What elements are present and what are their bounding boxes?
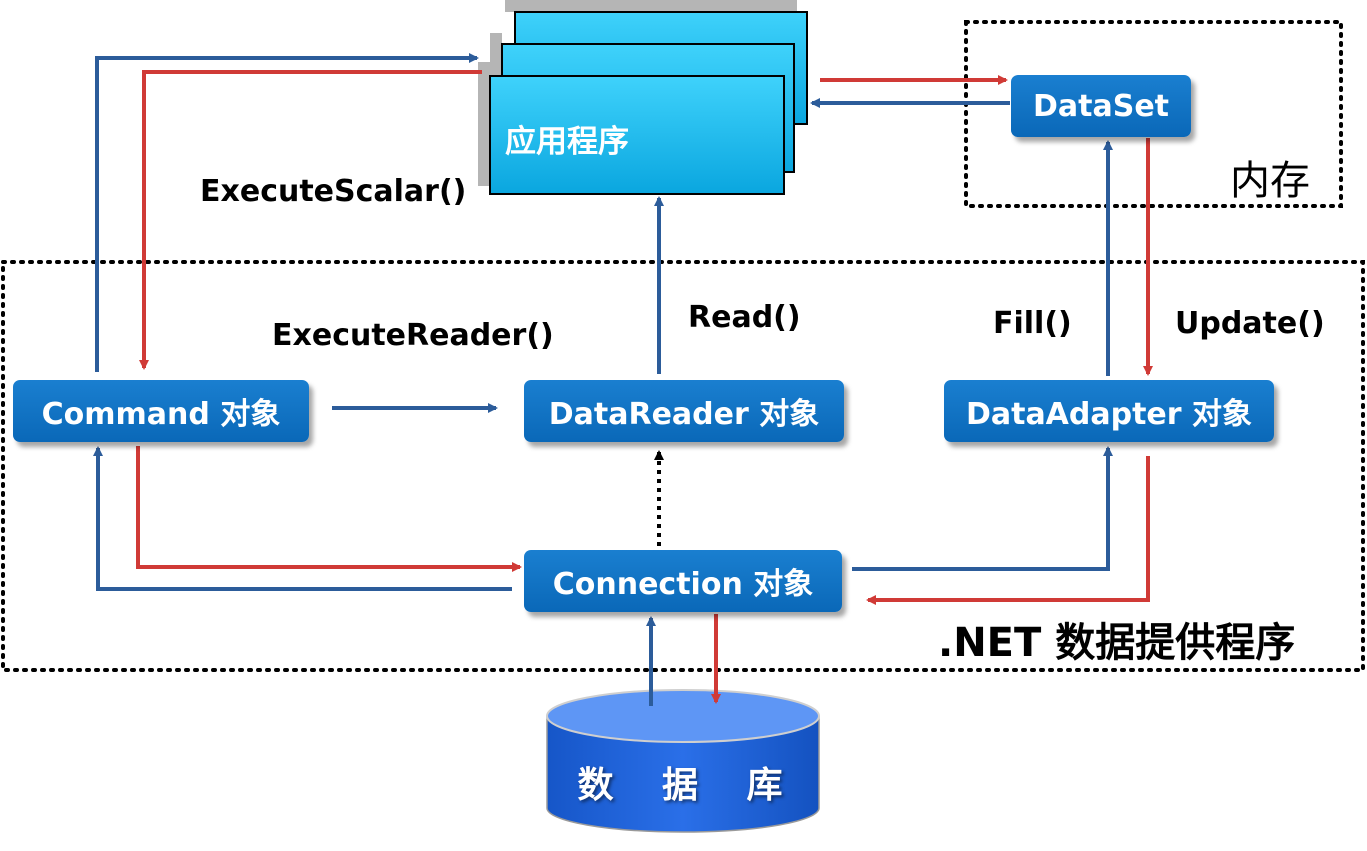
arrow-app-to-command [139, 70, 482, 370]
application-stack [478, 0, 808, 195]
method-execute-reader: ExecuteReader() [272, 318, 554, 353]
arrow-connection-to-command-base [96, 578, 512, 591]
database-cylinder [546, 689, 820, 833]
arrow-dataadapter-to-connection [866, 456, 1150, 605]
arrow-command-to-connection [136, 446, 522, 572]
method-fill: Fill() [993, 306, 1072, 341]
provider-region-label: .NET 数据提供程序 [938, 620, 1296, 666]
arrow-connection-to-dataadapter [852, 446, 1113, 571]
method-update: Update() [1175, 306, 1325, 341]
dataadapter-object-box: DataAdapter 对象 [944, 380, 1274, 442]
method-execute-scalar: ExecuteScalar() [200, 174, 467, 209]
method-read: Read() [688, 300, 801, 335]
command-object-box: Command 对象 [13, 380, 309, 442]
memory-region-label: 内存 [1230, 158, 1310, 204]
database-label: 数 据 库 [577, 765, 801, 806]
arrow-command-to-app [95, 53, 479, 372]
datareader-object-box: DataReader 对象 [524, 380, 844, 442]
memory-region-border [964, 20, 1343, 208]
application-label: 应用程序 [505, 124, 629, 160]
dataset-box: DataSet [1011, 75, 1191, 137]
connection-object-box: Connection 对象 [524, 550, 842, 612]
provider-region-border [1, 260, 1365, 672]
